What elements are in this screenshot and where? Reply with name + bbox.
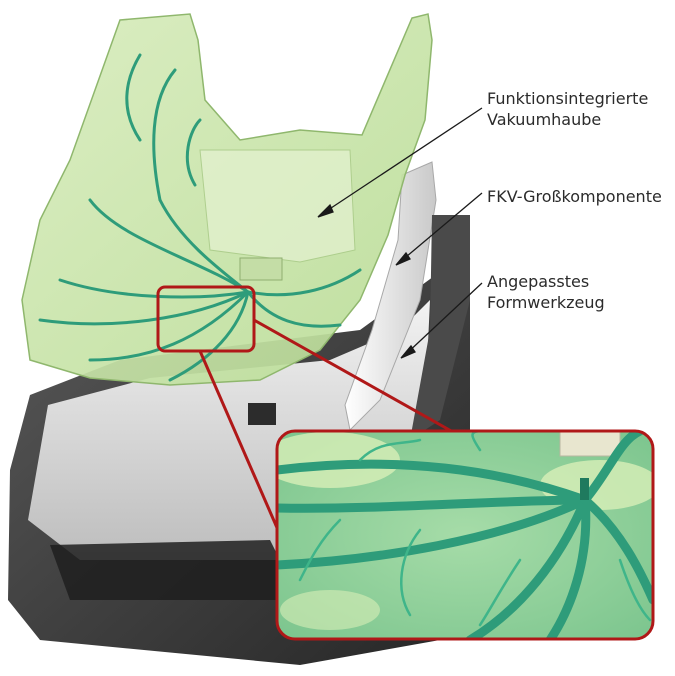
vacuum-hood-inner-floor: [199, 149, 356, 263]
label-mould-tool-line1: Angepasstes: [487, 272, 590, 291]
label-fkv-component-text: FKV-Großkomponente: [487, 187, 662, 206]
mould-tool-recess: [50, 540, 300, 600]
vacuum-hood-port: [239, 257, 283, 281]
detail-connector-top: [253, 318, 454, 434]
detail-highlight-frame: [156, 285, 256, 353]
label-mould-tool: Angepasstes Formwerkzeug: [487, 271, 605, 313]
fkv-component-edge: [410, 215, 470, 440]
fkv-component-panel: [344, 161, 437, 432]
label-arrows: [317, 107, 483, 359]
label-vacuum-hood-line2: Vakuumhaube: [487, 110, 602, 129]
detail-zoom-inset: [275, 429, 655, 641]
label-fkv-component: FKV-Großkomponente: [487, 186, 662, 207]
detail-connector-bottom: [198, 350, 280, 531]
label-mould-tool-line2: Formwerkzeug: [487, 293, 605, 312]
mould-tool-block: [248, 403, 276, 425]
label-vacuum-hood: Funktionsintegrierte Vakuumhaube: [487, 88, 648, 130]
label-vacuum-hood-line1: Funktionsintegrierte: [487, 89, 649, 108]
